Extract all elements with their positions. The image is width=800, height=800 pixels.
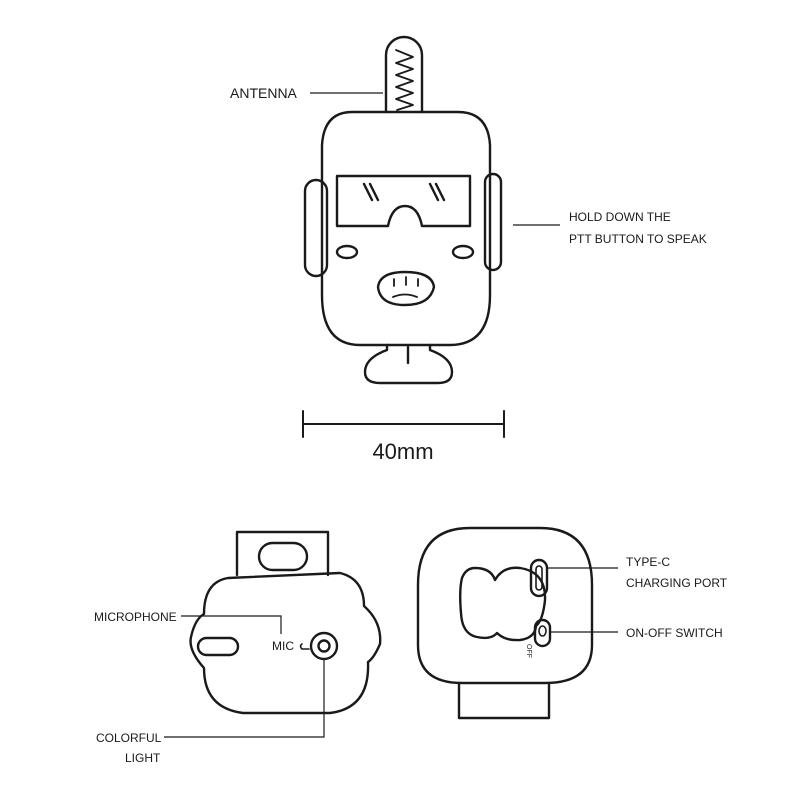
type-c-label-line2: CHARGING PORT [626, 576, 728, 590]
antenna [384, 35, 424, 114]
microphone-leader [181, 615, 282, 634]
mic-label: MIC [272, 639, 294, 653]
switch-label: ON-OFF SWITCH [626, 626, 723, 640]
mouth [376, 270, 436, 307]
antenna-cap [257, 541, 309, 572]
back-body [189, 571, 382, 715]
side-body [416, 526, 594, 685]
mic-hole [317, 639, 331, 653]
light-leader [164, 660, 325, 738]
side-base [457, 681, 551, 720]
radio-body [320, 110, 492, 347]
microphone-slot [196, 636, 240, 657]
cheek-right [451, 244, 475, 260]
sunglasses [335, 174, 472, 228]
light-label-line2: LIGHT [125, 751, 161, 765]
antenna-label: ANTENNA [230, 85, 298, 101]
dimension-label: 40mm [372, 439, 433, 464]
off-mark: OFF [525, 644, 532, 658]
ptt-label-line2: PTT BUTTON TO SPEAK [569, 232, 707, 246]
back-view [189, 530, 382, 715]
ptt-button-right [483, 172, 503, 272]
light-label-line1: COLORFUL [96, 731, 162, 745]
dimension-indicator [302, 410, 505, 438]
front-view [303, 35, 503, 385]
on-off-switch [533, 618, 552, 648]
radio-base [363, 343, 454, 385]
colorful-light-ring [309, 631, 339, 661]
cheek-left [335, 244, 359, 260]
side-ear [459, 566, 547, 642]
type-c-label-line1: TYPE-C [626, 555, 670, 569]
type-c-port [529, 558, 549, 598]
ptt-label-line1: HOLD DOWN THE [569, 210, 671, 224]
ptt-button-left [303, 178, 329, 278]
microphone-label: MICROPHONE [94, 610, 177, 624]
side-view: OFF [416, 526, 594, 720]
